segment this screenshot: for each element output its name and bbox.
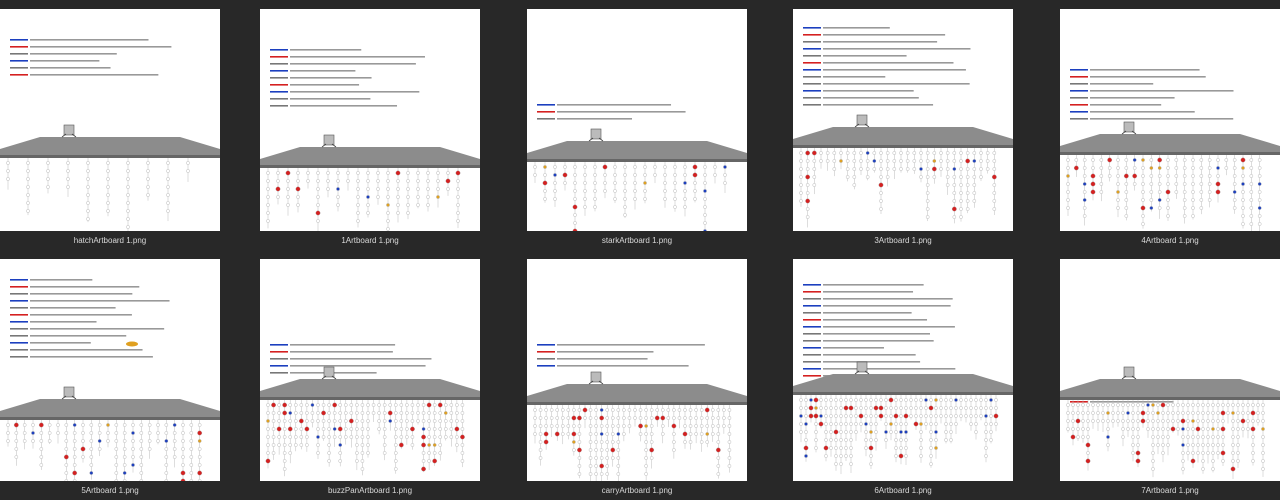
file-item[interactable]: carryArtboard 1.png [527, 259, 747, 495]
file-item[interactable]: 1Artboard 1.png [260, 9, 480, 245]
thumbnail-image [1060, 366, 1280, 480]
file-name[interactable]: 5Artboard 1.png [81, 486, 139, 495]
file-item[interactable]: buzzPanArtboard 1.png [260, 259, 480, 495]
file-name[interactable]: 7Artboard 1.png [1141, 486, 1199, 495]
file-name[interactable]: 6Artboard 1.png [874, 486, 932, 495]
file-item[interactable]: 7Artboard 1.png [1060, 259, 1280, 495]
file-item[interactable]: hatchArtboard 1.png [0, 9, 220, 245]
file-name[interactable]: carryArtboard 1.png [601, 486, 673, 495]
thumbnail-image [1060, 69, 1280, 231]
file-item[interactable]: 5Artboard 1.png [0, 259, 220, 495]
file-thumbnail[interactable] [527, 259, 747, 481]
file-name[interactable]: buzzPanArtboard 1.png [327, 486, 413, 495]
thumbnail-image [260, 49, 480, 231]
thumbnail-image [793, 27, 1013, 228]
file-name[interactable]: hatchArtboard 1.png [73, 236, 147, 245]
file-name[interactable]: 3Artboard 1.png [874, 236, 932, 245]
file-thumbnail[interactable] [260, 259, 480, 481]
thumbnail-image [527, 344, 747, 481]
file-thumbnail[interactable] [793, 9, 1013, 231]
file-thumbnail[interactable] [1060, 259, 1280, 481]
thumbnail-image [260, 344, 480, 477]
file-name[interactable]: 4Artboard 1.png [1141, 236, 1199, 245]
file-thumbnail[interactable] [527, 9, 747, 231]
thumbnail-image [527, 104, 747, 231]
file-thumbnail[interactable] [793, 259, 1013, 481]
file-item[interactable]: 4Artboard 1.png [1060, 9, 1280, 245]
file-item[interactable]: starkArtboard 1.png [527, 9, 747, 245]
file-name[interactable]: starkArtboard 1.png [601, 236, 673, 245]
file-thumbnail[interactable] [0, 259, 220, 481]
file-name[interactable]: 1Artboard 1.png [341, 236, 399, 245]
thumbnail-image [793, 284, 1013, 475]
file-thumbnail[interactable] [1060, 9, 1280, 231]
file-thumbnail[interactable] [260, 9, 480, 231]
file-thumbnail[interactable] [0, 9, 220, 231]
thumbnail-image [0, 279, 220, 481]
thumbnail-image [0, 39, 220, 231]
file-item[interactable]: 6Artboard 1.png [793, 259, 1013, 495]
file-item[interactable]: 3Artboard 1.png [793, 9, 1013, 245]
